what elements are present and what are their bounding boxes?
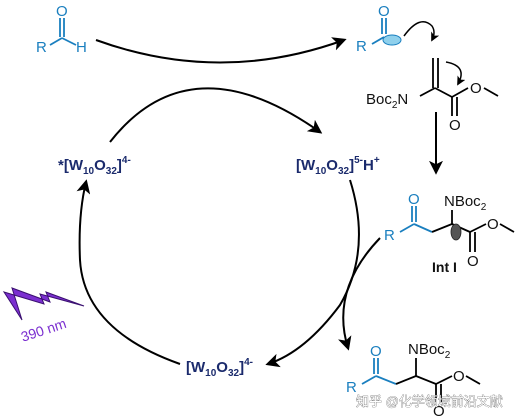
int-r-label: R (384, 227, 395, 244)
aldehyde-r-label: R (36, 39, 47, 56)
reduced-catalyst-label: [W10O32]5-H+ (296, 155, 380, 177)
dha-ester-o-label: O (470, 80, 482, 97)
int-carbonyl-o-label: O (467, 253, 479, 270)
int-nboc-label: NBoc2 (444, 193, 487, 213)
dha-carbonyl-o-label: O (449, 117, 461, 134)
light-bolt-icon (2, 287, 85, 321)
intermediate-structure: R O NBoc2 O O Int I (384, 191, 515, 275)
dha-boc-label: Boc2N (366, 91, 408, 111)
product-r-label: R (346, 379, 357, 396)
watermark-text: 知乎 @化学领域前沿文献 (356, 394, 503, 409)
int-o-ketone-label: O (408, 191, 420, 208)
product-structure: R O NBoc2 O O (346, 341, 481, 420)
product-carbonyl-o-label: O (433, 403, 445, 420)
ground-catalyst-label: [W10O32]4- (186, 357, 253, 379)
product-o-ketone-label: O (370, 343, 382, 360)
arrow-excited-to-reduced-catalyst (109, 87, 323, 143)
intermediate-label: Int I (432, 259, 457, 275)
acyl-radical-structure: R O (356, 3, 402, 55)
wavelength-label: 390 nm (19, 315, 68, 345)
arrow-ground-to-excited-catalyst (76, 179, 181, 365)
product-nboc-label: NBoc2 (408, 341, 451, 361)
aldehyde-h-label: H (76, 39, 87, 56)
acyl-r-label: R (356, 38, 367, 55)
product-ester-o-label: O (453, 368, 465, 385)
acyl-o-label: O (378, 3, 390, 20)
radical-orbital-icon (382, 34, 402, 46)
aldehyde-o-label: O (56, 3, 68, 20)
radical-addition-arrow-2 (445, 61, 466, 86)
arrow-reduced-to-ground-catalyst (265, 179, 360, 368)
excited-catalyst-label: *[W10O32]4- (58, 155, 131, 177)
arrow-aldehyde-to-acyl-radical (95, 37, 347, 64)
radical-center-lobe-icon (450, 223, 462, 241)
int-ester-o-label: O (487, 216, 499, 233)
arrow-intermediate-to-product (337, 237, 381, 351)
radical-addition-arrow-1 (403, 21, 440, 42)
aldehyde-structure: R O H (36, 3, 87, 56)
dehydroalanine-structure: Boc2N O O (366, 58, 499, 134)
